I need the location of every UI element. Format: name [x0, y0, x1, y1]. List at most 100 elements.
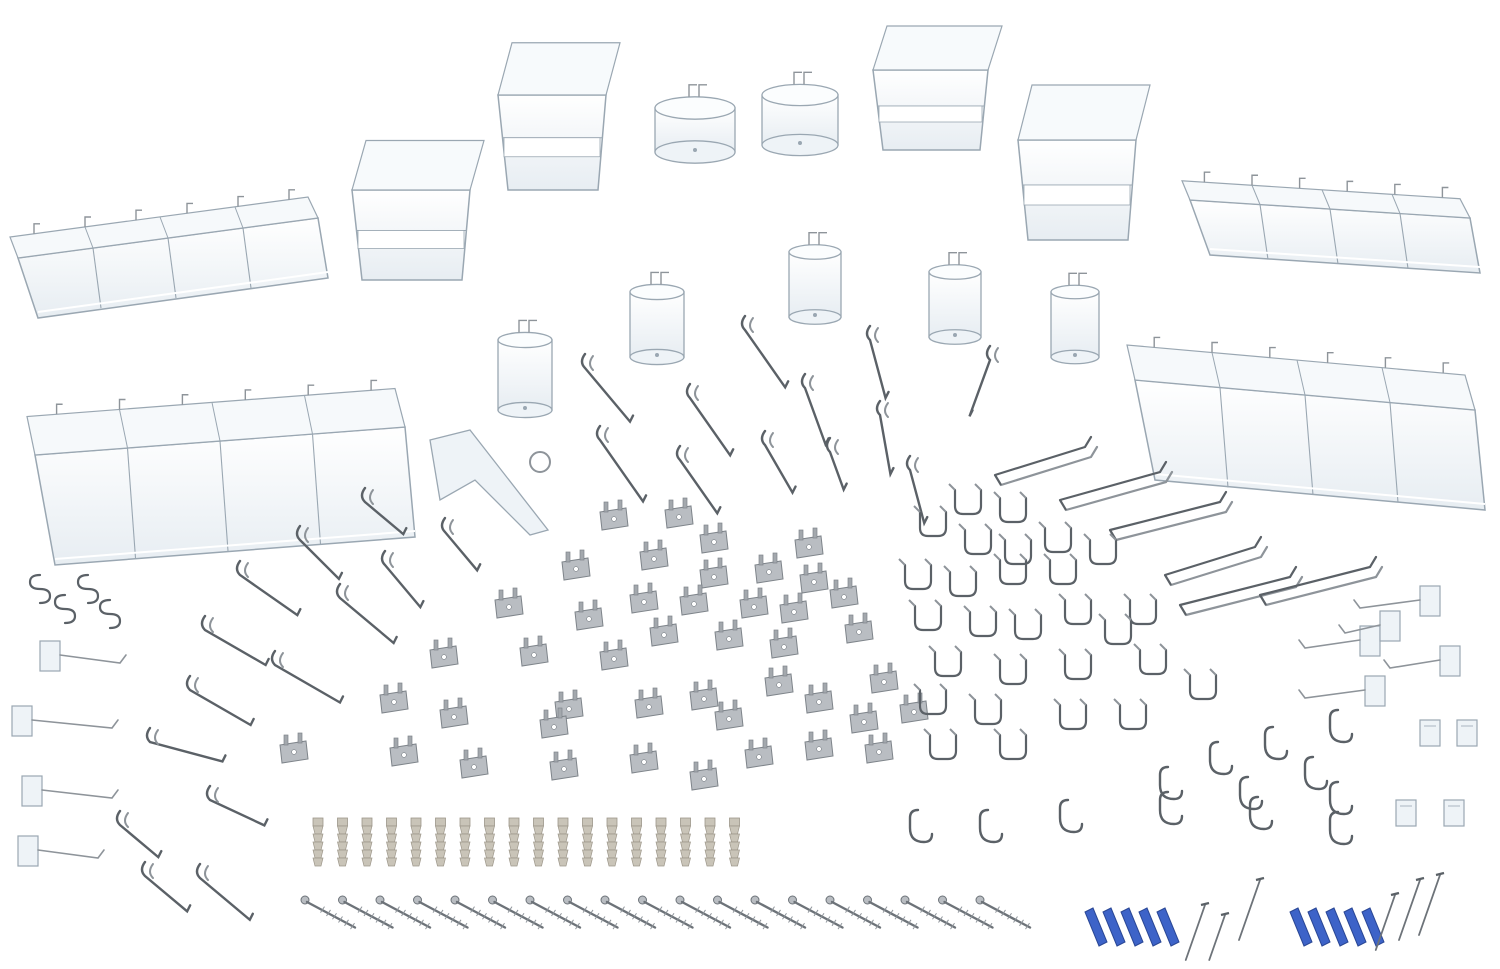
plastic-anchor-12	[582, 817, 593, 867]
tool-holder-bracket	[429, 429, 551, 536]
acrylic-hook-left-1	[39, 640, 127, 672]
hook-left-4	[440, 516, 482, 573]
round-cup-large-2	[761, 71, 839, 157]
acrylic-clip-3	[1395, 799, 1417, 827]
single-prong-hook-3	[685, 382, 735, 458]
single-prong-hook-9	[865, 324, 890, 402]
plastic-anchor-1	[312, 817, 324, 867]
round-cup-large-1	[654, 84, 736, 164]
zinc-locking-clip-4	[794, 527, 824, 559]
s-hook-2	[76, 573, 100, 605]
plastic-anchor-14	[631, 817, 642, 867]
zinc-locking-clip-7	[699, 557, 729, 589]
zinc-locking-clip-19	[649, 615, 679, 647]
plastic-anchor-18	[729, 817, 740, 867]
acrylic-hook-left-3	[21, 775, 119, 807]
zinc-locking-clip-22	[844, 612, 874, 644]
hook-left-8	[270, 649, 345, 705]
blue-anchor-4	[1138, 907, 1162, 947]
single-prong-hook-6	[760, 429, 797, 496]
acrylic-clip-2	[1456, 719, 1478, 747]
u-hook-24	[968, 693, 1003, 726]
wood-screw-2	[338, 895, 394, 930]
u-hook-2	[993, 491, 1028, 524]
j-hook-9	[1248, 795, 1274, 831]
blue-anchor-7	[1307, 907, 1331, 947]
acrylic-hook-right-3	[1383, 645, 1461, 677]
s-hook-3	[53, 593, 77, 625]
j-hook-13	[1058, 798, 1084, 834]
zinc-locking-clip-3	[699, 522, 729, 554]
blue-anchor-3	[1120, 907, 1144, 947]
single-prong-hook-11	[905, 454, 929, 527]
zinc-locking-clip-41	[714, 699, 744, 731]
zinc-locking-clip-32	[389, 735, 419, 767]
u-hook-20	[1058, 648, 1093, 681]
plastic-anchor-8	[484, 817, 495, 867]
hook-left-7	[200, 614, 270, 667]
double-prong-hook-6	[1258, 555, 1384, 607]
zinc-locking-clip-5	[561, 549, 591, 581]
plastic-anchor-15	[655, 817, 667, 867]
acrylic-hook-right-5	[1338, 610, 1401, 642]
scoop-bin-2	[497, 42, 621, 191]
divided-bin-bottom-right	[1126, 336, 1486, 511]
wood-screw-19	[975, 895, 1032, 930]
nail-4	[1374, 891, 1400, 951]
zinc-locking-clip-1	[599, 499, 629, 531]
zinc-locking-clip-21	[769, 627, 799, 659]
blue-anchor-9	[1343, 907, 1367, 947]
blue-anchor-1	[1084, 907, 1108, 947]
plastic-anchor-11	[557, 817, 569, 867]
zinc-locking-clip-17	[519, 635, 549, 667]
hook-left-11	[205, 784, 269, 827]
single-prong-hook-1	[580, 352, 635, 424]
zinc-locking-clip-6	[639, 539, 669, 571]
plastic-anchor-13	[606, 817, 618, 867]
u-hook-7	[898, 558, 933, 591]
zinc-locking-clip-36	[689, 759, 719, 791]
double-prong-hook-5	[1178, 565, 1304, 617]
u-hook-11	[1083, 533, 1118, 566]
zinc-locking-clip-29	[869, 662, 899, 694]
zinc-locking-clip-8	[754, 552, 784, 584]
u-hook-10	[1043, 553, 1078, 586]
single-prong-hook-7	[800, 372, 830, 448]
plastic-anchor-4	[386, 817, 397, 867]
divided-bin-top-left	[9, 189, 329, 319]
nail-2	[1208, 911, 1230, 961]
zinc-locking-clip-40	[849, 702, 879, 734]
hook-left-5	[235, 559, 302, 617]
round-cup-small-4	[928, 252, 982, 345]
zinc-locking-clip-15	[779, 592, 809, 624]
j-hook-11	[908, 808, 934, 844]
u-hook-9	[993, 553, 1028, 586]
divided-bin-top-right	[1181, 171, 1481, 274]
zinc-locking-clip-9	[799, 562, 829, 594]
blue-anchor-8	[1325, 907, 1349, 947]
zinc-locking-clip-28	[804, 682, 834, 714]
wood-screw-8	[563, 895, 619, 930]
scoop-bin-4	[1017, 84, 1151, 241]
zinc-locking-clip-11	[574, 599, 604, 631]
single-prong-hook-12	[968, 344, 999, 417]
single-prong-hook-10	[875, 399, 895, 478]
u-hook-25	[1053, 698, 1088, 731]
nail-5	[1398, 876, 1425, 941]
round-cup-small-1	[497, 319, 553, 419]
round-cup-small-5	[1050, 272, 1100, 365]
u-hook-16	[1058, 593, 1093, 626]
single-prong-hook-5	[675, 444, 722, 516]
wood-screw-16	[863, 895, 919, 930]
zinc-locking-clip-30	[379, 682, 409, 714]
j-hook-8	[1158, 790, 1184, 826]
plastic-anchor-7	[459, 817, 471, 867]
round-cup-small-3	[788, 232, 842, 325]
wood-screw-9	[600, 895, 657, 930]
hook-left-10	[145, 726, 227, 763]
hook-left-2	[295, 524, 344, 581]
u-hook-18	[928, 645, 963, 678]
plastic-anchor-17	[704, 817, 716, 867]
nail-6	[1418, 871, 1445, 936]
